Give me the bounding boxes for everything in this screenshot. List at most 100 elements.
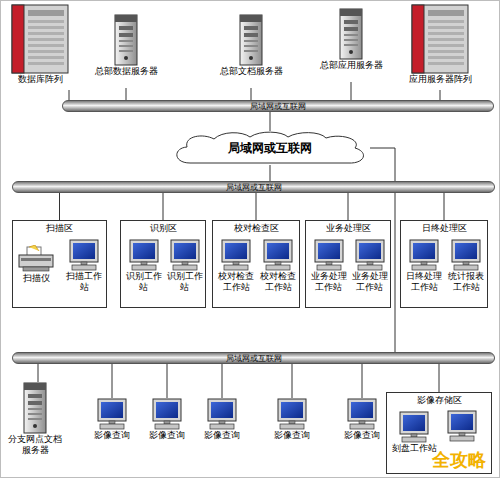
network-link [362, 364, 363, 398]
srv-symbol [240, 15, 262, 65]
node-label: 数据库阵列 [4, 74, 76, 85]
zone-title: 校对检查区 [213, 223, 299, 234]
network-link [444, 193, 445, 220]
workstation-node: 校对检查工作站 [257, 239, 299, 301]
network-link [256, 193, 257, 220]
ws-symbol [356, 240, 384, 270]
zone-title: 扫描区 [13, 223, 106, 234]
srv-symbol [115, 15, 137, 65]
ws-icon [66, 239, 102, 271]
zone-title: 影像存储区 [387, 395, 491, 406]
ws-icon [204, 398, 240, 430]
node-label: 影像查询 [268, 430, 316, 441]
tower-icon [409, 4, 471, 74]
network-link [163, 193, 164, 220]
network-cloud: 局域网或互联网 [170, 131, 370, 165]
network-link [38, 364, 39, 382]
workstation-node: 识别工作站 [123, 239, 164, 301]
watermark: 全攻略 [432, 448, 486, 472]
network-link [270, 112, 271, 131]
node-label: 影像查询 [88, 430, 136, 441]
network-link [292, 364, 293, 398]
tower-symbol [412, 5, 468, 73]
zone-box: 扫描区扫描仪扫描工作站 [12, 220, 107, 308]
network-link [112, 364, 113, 398]
workstation-node: 业务处理工作站 [349, 239, 390, 301]
node-label: 总部应用服务器 [318, 60, 384, 71]
ws-icon [94, 398, 130, 430]
ws-icon [126, 239, 162, 271]
srv-icon [237, 14, 265, 66]
srv-icon [21, 382, 49, 434]
node-label: 统计报表工作站 [445, 271, 487, 293]
ws-icon [218, 239, 254, 271]
node-label: 局域网或互联网 [63, 101, 493, 112]
network-link [251, 88, 252, 100]
zone-title: 业务处理区 [306, 223, 390, 234]
ws-icon [167, 239, 203, 271]
zone-title: 识别区 [121, 223, 205, 234]
ws-icon [149, 398, 185, 430]
zone-title: 日终处理区 [401, 223, 487, 234]
workstation-node: 影像查询 [143, 398, 191, 448]
workstation-node: 影像查询 [88, 398, 136, 448]
ws-symbol [400, 412, 428, 442]
node-label: 局域网或互联网 [13, 353, 494, 364]
network-bus: 局域网或互联网 [12, 181, 495, 193]
node-label: 分支网点文档服务器 [6, 434, 64, 456]
node-label: 局域网或互联网 [13, 182, 494, 193]
srv-symbol [24, 383, 46, 433]
network-link [270, 165, 271, 181]
ws-symbol [208, 399, 236, 429]
ws-icon [406, 239, 442, 271]
workstation-node: 日终处理工作站 [403, 239, 445, 301]
ws-symbol [315, 240, 343, 270]
ws-symbol [153, 399, 181, 429]
server-node: 总部应用服务器 [318, 8, 384, 82]
node-label: 识别工作站 [164, 271, 205, 293]
ws-icon [396, 411, 432, 443]
server-array: 数据库阵列 [4, 4, 76, 90]
ws-icon [352, 239, 388, 271]
zone-box: 识别区识别工作站识别工作站 [120, 220, 206, 308]
network-link [440, 90, 441, 100]
scanner-node: 扫描仪 [16, 245, 56, 301]
network-link [59, 193, 60, 220]
node-label: 扫描工作站 [63, 271, 105, 293]
ws-icon [344, 398, 380, 430]
network-link [222, 364, 223, 398]
workstation-node: 统计报表工作站 [445, 239, 487, 301]
ws-symbol [222, 240, 250, 270]
node-label: 业务处理工作站 [349, 271, 390, 293]
ws-symbol [410, 240, 438, 270]
ws-symbol [452, 240, 480, 270]
ws-icon [260, 239, 296, 271]
server-node: 分支网点文档服务器 [6, 382, 64, 462]
node-label: 局域网或互联网 [170, 131, 370, 165]
network-link [348, 193, 349, 220]
workstation-node: 识别工作站 [164, 239, 205, 301]
tower-symbol [12, 5, 68, 73]
ws-symbol [130, 240, 158, 270]
scanner-symbol [19, 245, 53, 271]
ws-symbol [348, 399, 376, 429]
node-label: 影像查询 [198, 430, 246, 441]
workstation-node: 影像查询 [268, 398, 316, 448]
workstation-node: 业务处理工作站 [308, 239, 349, 301]
scanner-icon [17, 245, 55, 273]
network-bus: 局域网或互联网 [62, 100, 494, 112]
workstation-icon [448, 411, 476, 441]
node-label: 扫描仪 [16, 273, 56, 284]
ws-icon [274, 398, 310, 430]
tower-icon [9, 4, 71, 74]
srv-icon [112, 14, 140, 66]
node-label: 校对检查工作站 [215, 271, 257, 293]
srv-icon [337, 8, 365, 60]
server-node: 总部数据服务器 [93, 14, 159, 88]
node-label: 影像查询 [338, 430, 386, 441]
ws-symbol [264, 240, 292, 270]
zone-box: 业务处理区业务处理工作站业务处理工作站 [305, 220, 391, 308]
ws-symbol [70, 240, 98, 270]
node-label: 校对检查工作站 [257, 271, 299, 293]
